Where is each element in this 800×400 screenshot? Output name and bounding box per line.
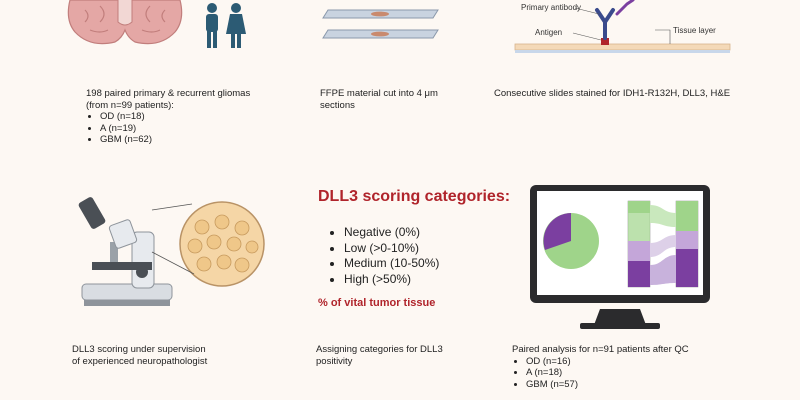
label-antigen: Antigen xyxy=(535,28,562,37)
antibody-illustration: Primary antibody Antigen Tissue layer xyxy=(514,0,731,53)
category-item: High (>50%) xyxy=(344,272,439,288)
scoring-subtitle: % of vital tumor tissue xyxy=(318,297,436,309)
category-item: Medium (10-50%) xyxy=(344,256,439,272)
step5-text: Assigning categories for DLL3 positivity xyxy=(316,344,476,367)
list-item: A (n=18) xyxy=(526,367,752,379)
step3-text: Consecutive slides stained for IDH1-R132… xyxy=(494,88,731,99)
list-item: OD (n=18) xyxy=(100,111,266,123)
scoring-title: DLL3 scoring categories: xyxy=(318,188,511,205)
step1-line2: (from n=99 patients): xyxy=(86,99,174,111)
step5-line1: Assigning categories for DLL3 xyxy=(316,344,443,355)
step6-text: Paired analysis for n=91 patients after … xyxy=(512,344,752,390)
step4-text: DLL3 scoring under supervision of experi… xyxy=(72,344,272,367)
step5-line2: positivity xyxy=(316,355,353,367)
step2-line1: FFPE material cut into 4 μm xyxy=(320,88,438,99)
brain-illustration xyxy=(67,0,183,45)
step2-text: FFPE material cut into 4 μm sections xyxy=(320,88,470,111)
category-item: Low (>0-10%) xyxy=(344,241,439,257)
scoring-categories: Negative (0%) Low (>0-10%) Medium (10-50… xyxy=(328,225,439,287)
step1-list: OD (n=18) A (n=19) GBM (n=62) xyxy=(86,111,266,146)
step4-line1: DLL3 scoring under supervision xyxy=(72,344,206,355)
patients-icon xyxy=(206,3,246,48)
list-item: OD (n=16) xyxy=(526,356,752,368)
list-item: GBM (n=62) xyxy=(100,134,266,146)
step6-list: OD (n=16) A (n=18) GBM (n=57) xyxy=(512,356,752,391)
microscope-illustration xyxy=(78,197,265,306)
monitor-illustration xyxy=(530,185,710,329)
step1-line1: 198 paired primary & recurrent gliomas xyxy=(86,88,251,99)
step4-line2: of experienced neuropathologist xyxy=(72,355,208,367)
slides-illustration xyxy=(322,9,439,39)
step1-text: 198 paired primary & recurrent gliomas (… xyxy=(86,88,266,146)
step2-line2: sections xyxy=(320,99,355,111)
list-item: GBM (n=57) xyxy=(526,379,752,391)
step6-line1: Paired analysis for n=91 patients after … xyxy=(512,344,689,355)
category-item: Negative (0%) xyxy=(344,225,439,241)
label-primary-antibody: Primary antibody xyxy=(521,3,581,12)
label-tissue-layer: Tissue layer xyxy=(673,26,716,35)
list-item: A (n=19) xyxy=(100,123,266,135)
